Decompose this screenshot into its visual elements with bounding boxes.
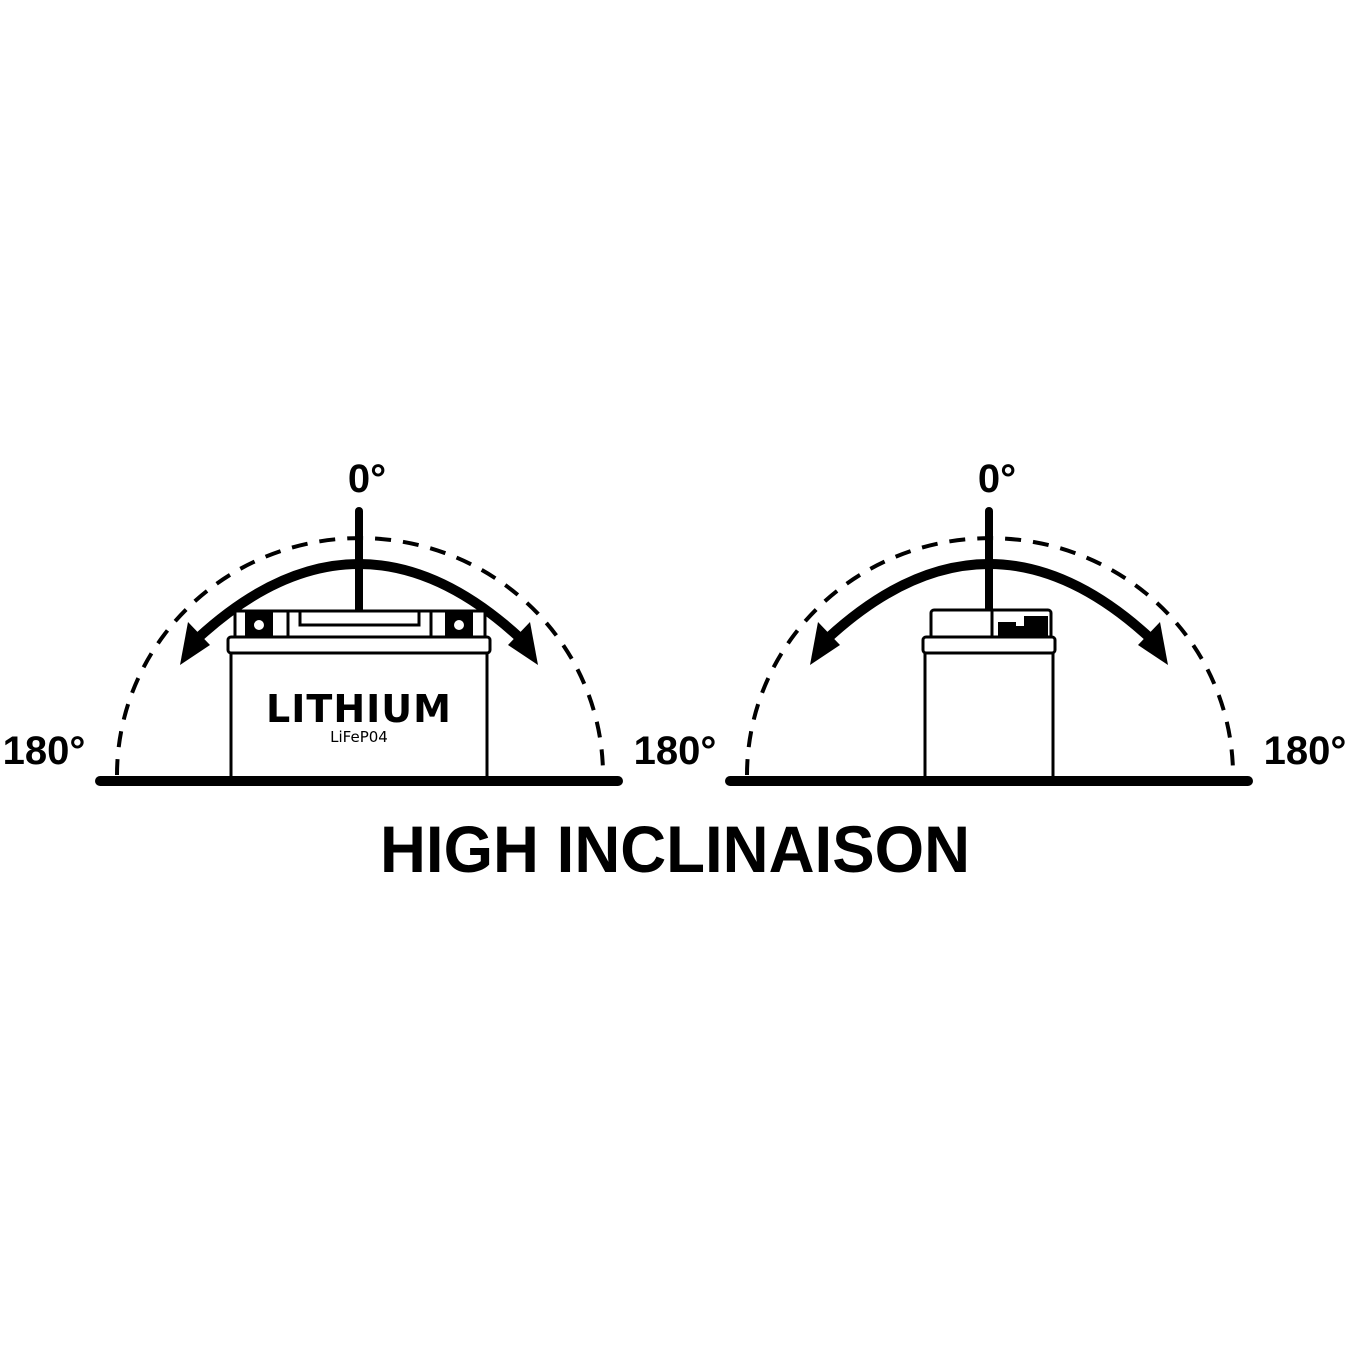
double-arrow-arc-icon <box>810 559 1168 665</box>
middle-angle-label: 180° <box>634 729 717 773</box>
battery-label: LITHIUM <box>266 687 452 731</box>
battery-icon <box>921 608 1057 780</box>
right-angle-label: 180° <box>1264 729 1347 773</box>
battery-sublabel: LiFeP04 <box>330 728 388 746</box>
top-angle-label: 0° <box>348 457 386 501</box>
top-angle-label: 0° <box>978 457 1016 501</box>
battery-icon: LITHIUM LiFeP04 <box>226 609 492 780</box>
left-panel: LITHIUM LiFeP04 0° 180° <box>3 457 623 786</box>
left-angle-label: 180° <box>3 729 86 773</box>
diagram-title: HIGH INCLINAISON <box>380 812 970 886</box>
double-arrow-arc-icon <box>180 559 538 665</box>
right-panel: 0° 180° <box>725 457 1347 786</box>
